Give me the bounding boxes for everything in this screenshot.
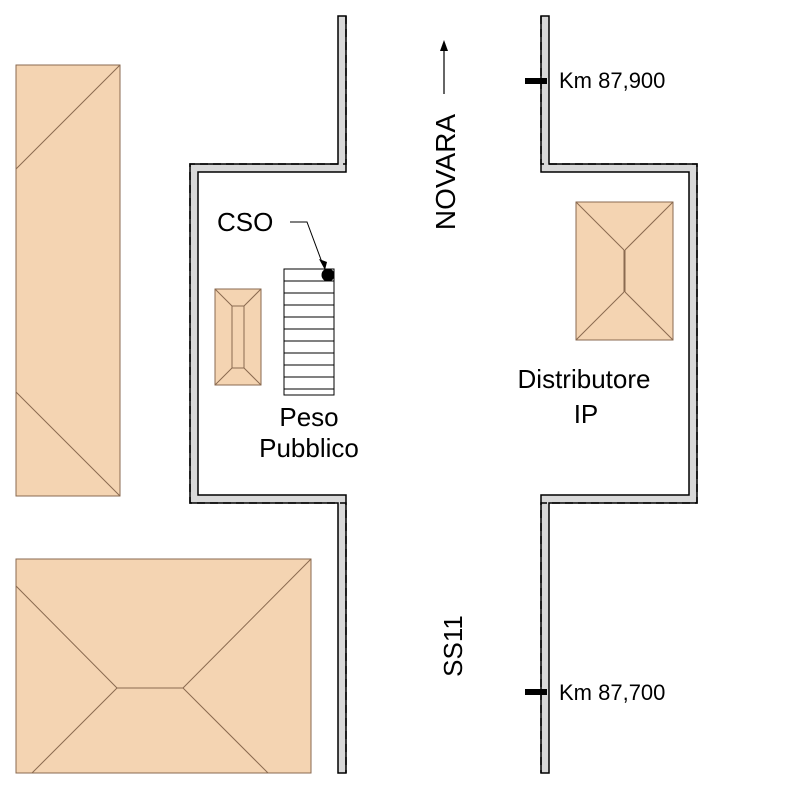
building-west-lower xyxy=(15,558,312,774)
weighbridge xyxy=(283,268,335,396)
weighbridge-outline xyxy=(283,268,335,396)
roof-fill xyxy=(15,558,312,774)
dashed-edge-west xyxy=(189,16,347,773)
station-label-line2: IP xyxy=(574,399,599,429)
weighbridge-label-line2: Pubblico xyxy=(259,433,359,463)
km-label-south: Km 87,700 xyxy=(559,680,665,705)
curb-east xyxy=(540,15,698,774)
roof-ridge xyxy=(214,288,233,307)
km-marker-north xyxy=(525,78,547,84)
sidewalk-dashed-edges xyxy=(189,16,698,773)
dashed-edge-east xyxy=(540,16,698,773)
filled-circle-icon xyxy=(321,268,335,282)
cso-label: CSO xyxy=(217,207,273,237)
roof-ridge xyxy=(182,687,269,774)
cso-marker xyxy=(290,221,335,282)
roof-ridge xyxy=(15,391,121,497)
km-marker-south xyxy=(525,689,547,695)
roof-ridge xyxy=(214,367,233,386)
building-kiosk xyxy=(214,288,262,386)
cso-leader-arrowhead xyxy=(319,259,327,270)
roof-ridge xyxy=(575,201,625,251)
roof-ridge xyxy=(243,367,262,386)
roof-ridge xyxy=(624,201,674,251)
building-west-upper xyxy=(15,64,121,497)
roof-fill xyxy=(214,288,262,386)
roof-ridge xyxy=(243,288,262,307)
station-label-line1: Distributore xyxy=(518,364,651,394)
roof-ridge xyxy=(575,291,625,341)
road-label: SS11 xyxy=(438,615,468,677)
cso-leader-line xyxy=(290,221,324,266)
arrow-up-icon xyxy=(440,40,448,94)
roof-ridge xyxy=(15,64,121,170)
roof-ridge xyxy=(15,585,118,689)
building-petrol-station xyxy=(575,201,674,341)
roof-ridge xyxy=(31,687,118,774)
weighbridge-label-line1: Peso xyxy=(279,402,338,432)
roof-ridge xyxy=(182,558,312,689)
roof-fill xyxy=(15,64,121,497)
direction-label: NOVARA xyxy=(430,114,461,230)
km-label-north: Km 87,900 xyxy=(559,68,665,93)
weighbridge-stripes xyxy=(284,280,334,390)
roof-ridge xyxy=(624,291,674,341)
